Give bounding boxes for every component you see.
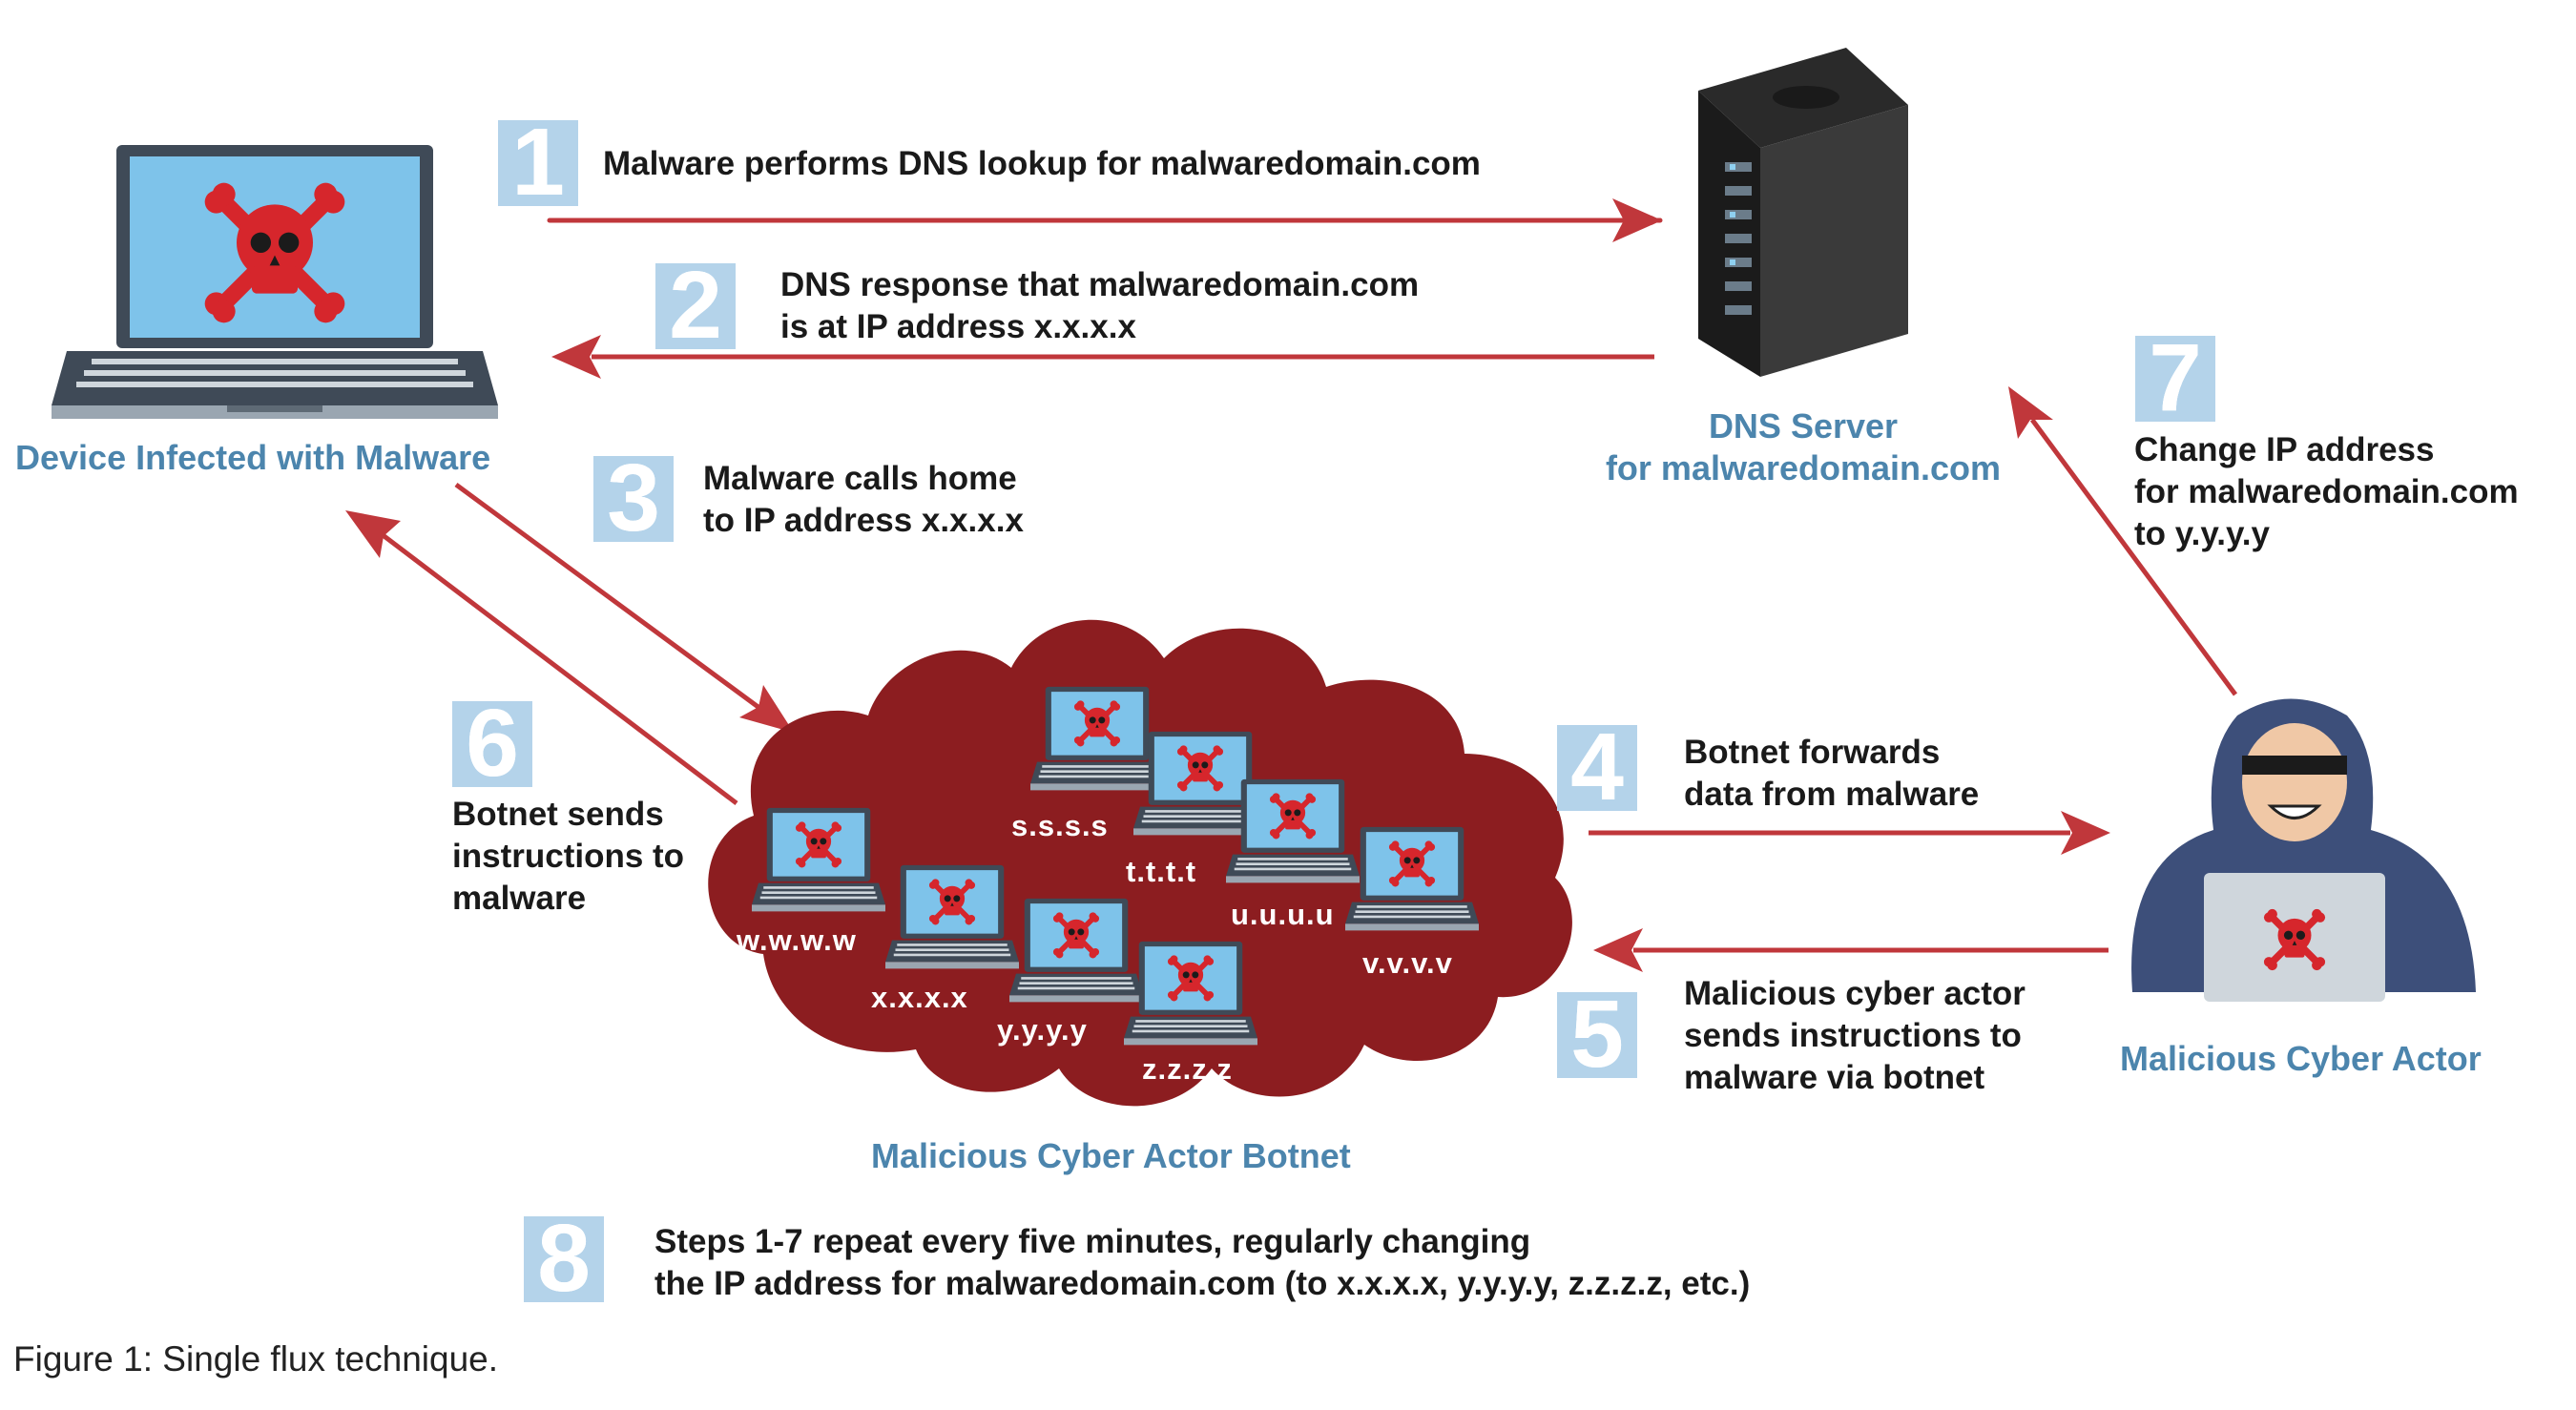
bot-laptop-w (752, 808, 885, 912)
arrow-step-4-head (2061, 811, 2110, 855)
step-3-badge: 3 (593, 450, 674, 546)
step-2-badge: 2 (655, 258, 736, 353)
figure-caption: Figure 1: Single flux technique. (13, 1339, 499, 1379)
bot-laptop-v (1345, 827, 1479, 931)
arrow-step-5-head (1593, 928, 1643, 972)
step-6-badge: 6 (452, 695, 532, 791)
bot-laptop-s (1030, 687, 1164, 791)
hooded-hacker-icon (2131, 698, 2476, 1002)
step-8-text: Steps 1-7 repeat every five minutes, reg… (654, 1223, 1751, 1302)
arrow-step-7-head (2008, 386, 2053, 439)
arrow-step-2-head (551, 335, 601, 379)
botnet-ip-t: t.t.t.t (1126, 855, 1197, 888)
infected-laptop-icon (52, 145, 498, 419)
botnet-ip-x: x.x.x.x (871, 981, 968, 1014)
botnet-ip-z: z.z.z.z (1142, 1052, 1233, 1086)
actor-label: Malicious Cyber Actor (2120, 1039, 2482, 1078)
botnet-ip-s: s.s.s.s (1011, 809, 1109, 842)
bot-laptop-x (885, 865, 1019, 969)
bot-laptop-u (1226, 779, 1360, 883)
botnet-ip-w: w.w.w.w (737, 923, 857, 957)
botnet-cloud-icon (708, 619, 1572, 1107)
botnet-label: Malicious Cyber Actor Botnet (871, 1136, 1351, 1175)
dns-server-icon (1698, 48, 1908, 377)
step-1-badge: 1 (498, 114, 578, 210)
botnet-ip-u: u.u.u.u (1231, 898, 1335, 931)
arrow-step-6-head (345, 510, 401, 558)
botnet-ip-y: y.y.y.y (997, 1013, 1088, 1047)
step-8-badge: 8 (524, 1211, 604, 1306)
arrow-step-6 (380, 532, 738, 805)
step-5-badge: 5 (1557, 986, 1637, 1082)
arrow-step-7 (2029, 418, 2238, 696)
arrow-step-3 (454, 482, 765, 714)
bot-laptop-z (1124, 942, 1257, 1046)
step-4-badge: 4 (1557, 719, 1637, 815)
step-1-text: Malware performs DNS lookup for malwared… (603, 145, 1481, 182)
botnet-ip-v: v.v.v.v (1362, 946, 1453, 980)
arrow-step-1-head (1612, 198, 1662, 242)
bot-laptop-y (1009, 899, 1143, 1003)
device-label: Device Infected with Malware (15, 438, 491, 477)
step-7-badge: 7 (2135, 330, 2215, 425)
arrow-step-3-head (739, 685, 794, 733)
